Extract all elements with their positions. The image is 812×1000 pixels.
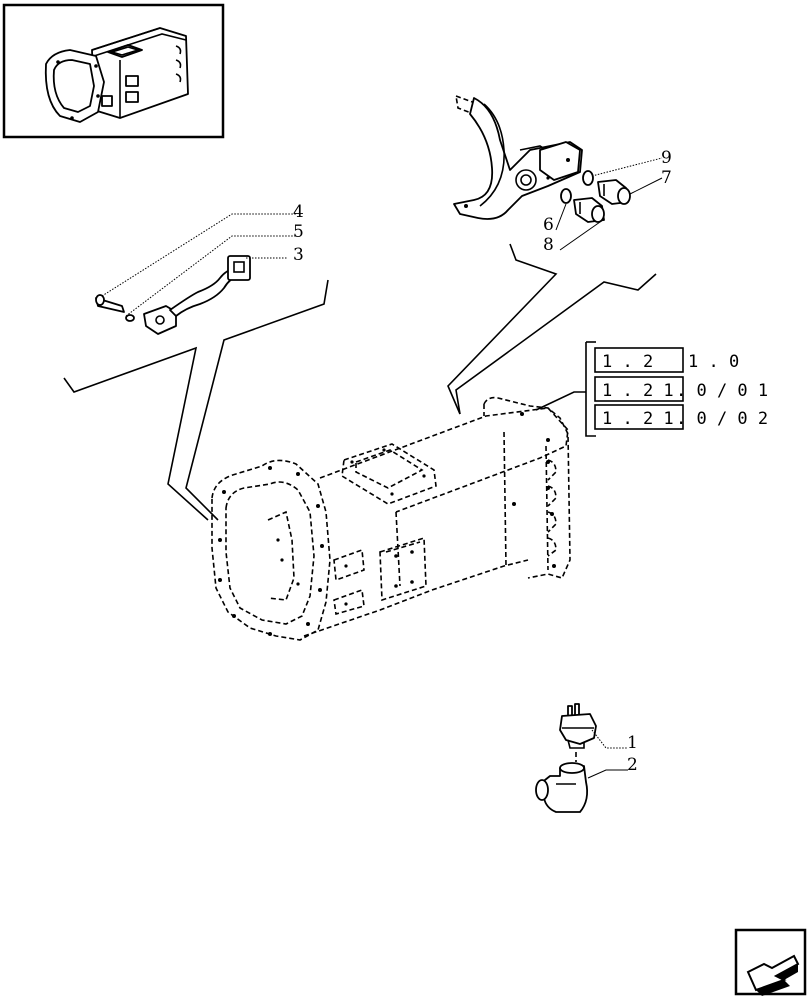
callout-7: 7 [661,168,672,188]
washer-5 [125,314,135,322]
callout-6: 6 [543,215,554,235]
explosion-arrow-fork [447,243,657,415]
next-page-arrow-icon[interactable] [734,928,807,996]
reference-group [535,341,596,437]
callout-9: 9 [661,148,672,168]
callout-2: 2 [627,755,638,775]
callout-4: 4 [293,202,304,222]
reference-rest-1: . 0 / 0 1 [676,381,768,401]
sensor-plug-7 [597,179,631,205]
reference-rest-2: . 0 / 0 2 [676,409,768,429]
callout-3: 3 [293,245,304,265]
callout-1: 1 [627,733,638,753]
reference-row-0[interactable]: 1 . 2 1 . 0 [594,347,739,373]
shift-fork [453,94,583,220]
reference-boxed-2: 1 . 2 1 [602,409,674,429]
pin-4 [95,294,125,313]
o-ring-6 [560,188,572,204]
reference-rest-0: 1 . 0 [688,352,739,372]
sensor-plug-8 [573,197,605,223]
pressure-switch-1 [559,703,597,749]
o-ring-9 [582,170,594,186]
reference-boxed-1: 1 . 2 1 [602,381,674,401]
thumbnail-frame[interactable] [2,3,225,139]
reference-row-2[interactable]: 1 . 2 1 . 0 / 0 2 [594,404,768,430]
elbow-fitting-2 [535,762,589,813]
reference-boxed-0: 1 . 2 [602,352,653,372]
reference-row-1[interactable]: 1 . 2 1 . 0 / 0 1 [594,376,768,402]
callout-5: 5 [293,222,304,242]
explosion-arrow-harness [63,279,329,521]
transmission-housing-thumbnail [44,27,189,123]
callout-8: 8 [543,235,554,255]
transmission-housing [211,396,571,641]
sensor-harness-3 [143,255,251,335]
